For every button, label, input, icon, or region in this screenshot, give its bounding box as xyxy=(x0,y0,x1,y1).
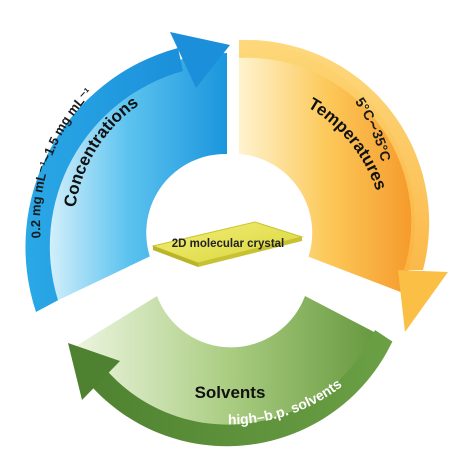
temperatures-segment xyxy=(239,40,415,293)
concentrations-arrow-head xyxy=(170,32,230,88)
solvents-label: Solvents xyxy=(195,383,266,402)
separator-right xyxy=(307,287,403,315)
solvents-arrow-band xyxy=(86,330,393,447)
temperatures-arrow-head xyxy=(398,270,448,332)
separator-left xyxy=(53,287,152,341)
solvents-arrow-head xyxy=(68,343,120,400)
concentrations-segment xyxy=(46,53,227,301)
temperatures-arrow-band xyxy=(239,39,430,270)
crystal-edge xyxy=(153,246,198,267)
concentrations-arrow-band xyxy=(25,48,184,312)
center-label: 2D molecular crystal xyxy=(172,238,285,250)
crystal-edge-front xyxy=(198,237,302,267)
